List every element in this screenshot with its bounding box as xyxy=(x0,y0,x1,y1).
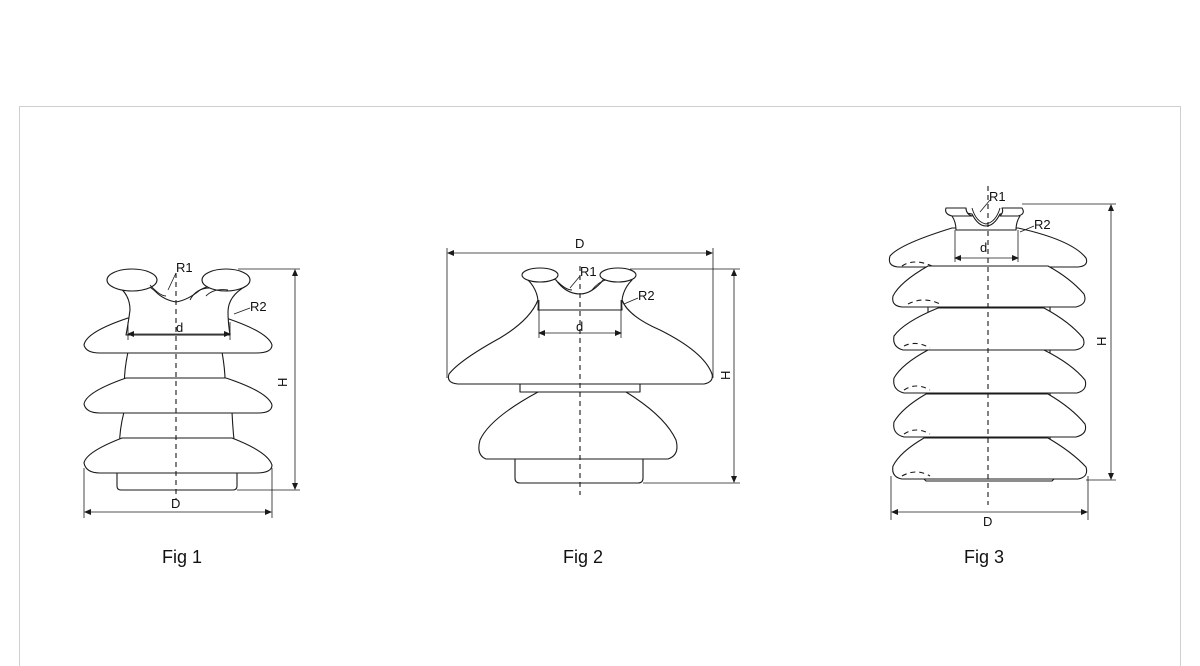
drawing-panel xyxy=(19,106,1181,666)
fig2-d-label: d xyxy=(576,319,583,334)
fig1-d-label: d xyxy=(176,320,183,335)
fig2-insulator xyxy=(446,248,740,495)
fig1-H-label: H xyxy=(275,378,290,387)
fig2-caption: Fig 2 xyxy=(563,547,603,567)
fig3-insulator xyxy=(888,186,1116,520)
fig2-r2-label: R2 xyxy=(638,288,655,303)
fig2-r1-label: R1 xyxy=(580,264,597,279)
fig3-r2-label: R2 xyxy=(1034,217,1051,232)
insulator-drawings: R1 R2 d D H Fig 1 xyxy=(83,186,1116,567)
fig1-r2-label: R2 xyxy=(250,299,267,314)
fig2-H-label: H xyxy=(718,371,733,380)
fig1-labels: R1 R2 d D H Fig 1 xyxy=(162,260,290,567)
fig3-D-label: D xyxy=(983,514,992,529)
fig1-r1-label: R1 xyxy=(176,260,193,275)
fig3-caption: Fig 3 xyxy=(964,547,1004,567)
fig3-H-label: H xyxy=(1094,337,1109,346)
fig3-r1-label: R1 xyxy=(989,189,1006,204)
fig1-caption: Fig 1 xyxy=(162,547,202,567)
fig1-D-label: D xyxy=(171,496,180,511)
fig3-labels: R1 R2 d D H Fig 3 xyxy=(964,189,1109,567)
fig2-labels: R1 R2 D H Fig 2 xyxy=(563,236,733,567)
fig3-d-label: d xyxy=(980,240,987,255)
fig1-insulator xyxy=(83,268,300,518)
fig2-D-label: D xyxy=(575,236,584,251)
